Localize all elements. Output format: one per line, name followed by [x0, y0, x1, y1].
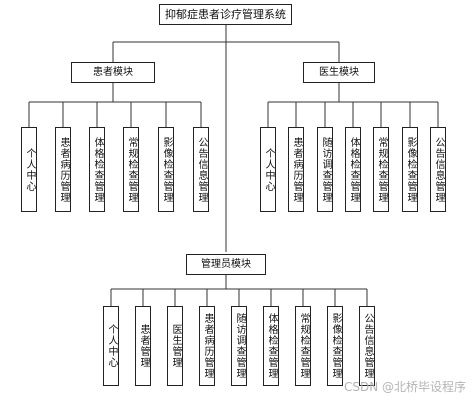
doctor-item-routine-exam: 常规检查管理: [373, 127, 389, 212]
admin-item-label: 患者管理: [138, 324, 149, 368]
root-label: 抑郁症患者诊疗管理系统: [165, 8, 286, 21]
doctor-item-label: 随访调查管理: [320, 136, 331, 203]
doctor-module-node: 医生模块: [303, 62, 375, 83]
admin-item-announcements: 公告信息管理: [359, 306, 375, 386]
admin-item-doctor-management: 医生管理: [167, 306, 183, 386]
patient-item-medical-records: 患者病历管理: [55, 127, 71, 212]
doctor-item-label: 公告信息管理: [433, 136, 444, 203]
admin-item-label: 体格检查管理: [266, 313, 277, 379]
doctor-item-medical-records: 患者病历管理: [288, 127, 304, 212]
doctor-item-personal-center: 个人中心: [260, 127, 276, 212]
admin-item-label: 常规检查管理: [298, 313, 309, 379]
admin-item-label: 公告信息管理: [362, 313, 373, 379]
patient-item-physical-exam: 体格检查管理: [89, 127, 105, 212]
doctor-item-label: 影像检查管理: [405, 136, 416, 203]
admin-item-imaging-exam: 影像检查管理: [327, 306, 343, 386]
admin-module-node: 管理员模块: [186, 254, 266, 275]
patient-module-node: 患者模块: [71, 62, 155, 83]
patient-item-label: 体格检查管理: [92, 136, 103, 203]
patient-module-label: 患者模块: [93, 66, 133, 78]
doctor-item-label: 常规检查管理: [376, 136, 387, 203]
admin-item-medical-records: 患者病历管理: [199, 306, 215, 386]
admin-item-label: 随访调查管理: [234, 313, 245, 379]
admin-item-follow-up: 随访调查管理: [231, 306, 247, 386]
patient-item-routine-exam: 常规检查管理: [123, 127, 139, 212]
patient-item-label: 个人中心: [24, 147, 35, 192]
doctor-module-label: 医生模块: [319, 66, 359, 78]
admin-module-label: 管理员模块: [201, 258, 251, 270]
doctor-item-label: 患者病历管理: [291, 136, 302, 203]
doctor-item-imaging-exam: 影像检查管理: [402, 127, 418, 212]
admin-item-label: 个人中心: [106, 324, 117, 368]
patient-item-label: 常规检查管理: [126, 136, 137, 203]
patient-item-personal-center: 个人中心: [21, 127, 37, 212]
doctor-item-physical-exam: 体格检查管理: [345, 127, 361, 212]
admin-item-label: 患者病历管理: [202, 313, 213, 379]
admin-item-label: 医生管理: [170, 324, 181, 368]
patient-item-announcements: 公告信息管理: [193, 127, 209, 212]
admin-item-label: 影像检查管理: [330, 313, 341, 379]
admin-item-patient-management: 患者管理: [135, 306, 151, 386]
doctor-item-follow-up: 随访调查管理: [317, 127, 333, 212]
patient-item-label: 公告信息管理: [196, 136, 207, 203]
root-node: 抑郁症患者诊疗管理系统: [159, 4, 292, 25]
doctor-item-announcements: 公告信息管理: [430, 127, 446, 212]
patient-item-label: 患者病历管理: [58, 136, 69, 203]
admin-item-routine-exam: 常规检查管理: [295, 306, 311, 386]
doctor-item-label: 体格检查管理: [348, 136, 359, 203]
admin-item-physical-exam: 体格检查管理: [263, 306, 279, 386]
admin-item-personal-center: 个人中心: [103, 306, 119, 386]
patient-item-label: 影像检查管理: [161, 136, 172, 203]
doctor-item-label: 个人中心: [263, 147, 274, 192]
watermark: CSDN @北桥毕设程序: [343, 380, 466, 394]
patient-item-imaging-exam: 影像检查管理: [158, 127, 174, 212]
